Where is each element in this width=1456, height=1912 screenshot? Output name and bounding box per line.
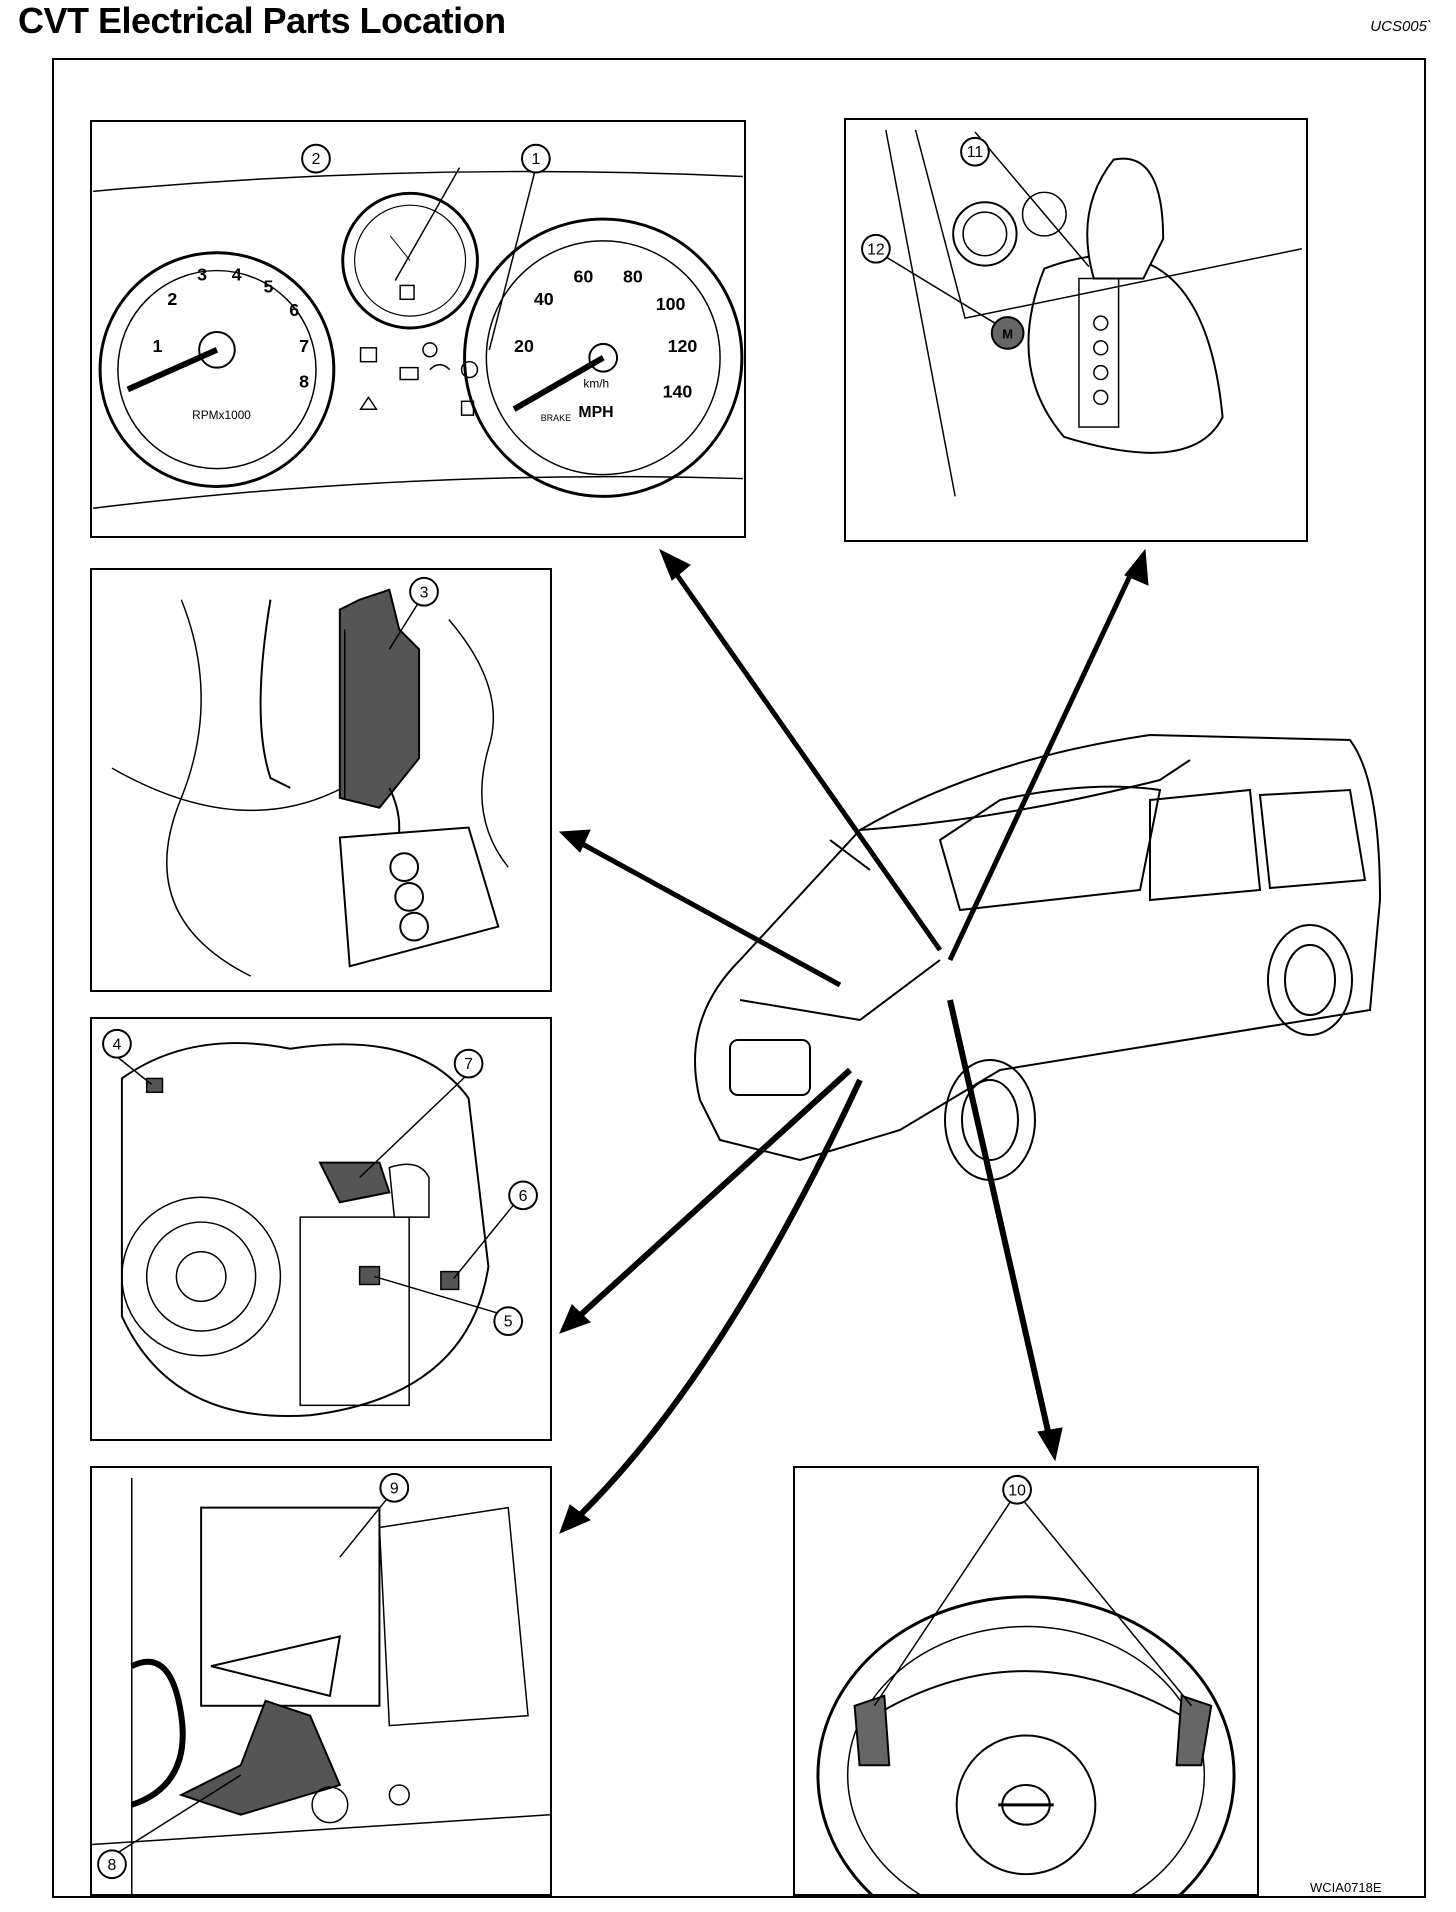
manual-mode-button: M (990, 316, 1025, 350)
callout-7-number: 7 (464, 1056, 473, 1073)
callout-9: 9 (379, 1472, 410, 1503)
callout-5-number: 5 (504, 1314, 513, 1331)
tach-label-2: 2 (167, 289, 177, 309)
callout-4: 4 (102, 1028, 132, 1059)
callout-6-number: 6 (519, 1188, 528, 1205)
tach-label-5: 5 (263, 276, 273, 296)
engine-compartment-drawing: 9 8 (92, 1472, 550, 1894)
transaxle-drawing: 4 7 6 5 (102, 1028, 538, 1417)
tach-label-8: 8 (299, 371, 309, 391)
callout-2: 2 (301, 143, 331, 174)
tach-label-4: 4 (232, 264, 242, 284)
callout-8-number: 8 (108, 1857, 117, 1874)
brake-lamp-label: BRAKE (541, 413, 571, 423)
instrument-cluster-panel: 1 2 3 4 5 6 7 8 RPMx1000 (90, 120, 746, 538)
tach-label-6: 6 (289, 300, 299, 320)
tach-label-3: 3 (197, 264, 207, 284)
speed-unit-kmh: km/h (583, 376, 609, 390)
warning-lamps (359, 342, 479, 416)
figure-id: WCIA0718E (1310, 1880, 1382, 1895)
callout-12: 12 (861, 233, 891, 264)
tachometer: 1 2 3 4 5 6 7 8 RPMx1000 (98, 251, 336, 488)
callout-1-number: 1 (531, 151, 540, 168)
callout-7: 7 (453, 1048, 484, 1079)
speed-label-100: 100 (656, 294, 686, 314)
speedometer: 20 40 60 80 100 120 140 km/h MPH BRAKE (463, 217, 744, 498)
instrument-cluster-drawing: 1 2 3 4 5 6 7 8 RPMx1000 (93, 143, 744, 510)
tach-unit-label: RPMx1000 (192, 408, 251, 422)
callout-4-number: 4 (113, 1036, 122, 1053)
fuel-temp-gauge (341, 191, 479, 330)
speed-label-60: 60 (573, 266, 593, 286)
callout-6: 6 (508, 1180, 538, 1211)
speed-label-80: 80 (623, 266, 643, 286)
speed-unit-mph: MPH (578, 404, 613, 421)
transaxle-panel: 4 7 6 5 (90, 1017, 552, 1441)
tach-label-1: 1 (153, 336, 163, 356)
callout-5: 5 (493, 1306, 524, 1336)
accelerator-pedal-drawing: 3 (111, 576, 509, 977)
manual-mode-button-label: M (1002, 326, 1013, 341)
steering-wheel-panel: 10 (793, 1466, 1259, 1896)
callout-2-number: 2 (312, 151, 321, 168)
callout-9-number: 9 (390, 1480, 399, 1497)
speed-label-120: 120 (668, 336, 698, 356)
speed-label-40: 40 (534, 289, 554, 309)
callout-3: 3 (409, 576, 439, 607)
engine-compartment-panel: 9 8 (90, 1466, 552, 1896)
callout-11-number: 11 (967, 144, 984, 161)
shift-selector-panel: M 11 12 (844, 118, 1308, 542)
callout-1: 1 (521, 143, 551, 174)
callout-10: 10 (1002, 1474, 1032, 1505)
callout-10-number: 10 (1008, 1482, 1026, 1499)
tach-label-7: 7 (299, 336, 309, 356)
callout-8: 8 (97, 1849, 127, 1880)
callout-3-number: 3 (420, 584, 429, 601)
callout-11: 11 (960, 136, 990, 167)
page-title: CVT Electrical Parts Location (18, 0, 506, 41)
speed-label-140: 140 (663, 381, 693, 401)
diagram-frame (52, 58, 1426, 1898)
callout-12-number: 12 (867, 241, 885, 258)
speed-label-20: 20 (514, 336, 534, 356)
document-code: UCS005` (1370, 18, 1432, 35)
accelerator-pedal-panel: 3 (90, 568, 552, 992)
steering-wheel-drawing: 10 (816, 1474, 1236, 1894)
shift-selector-drawing: M 11 12 (861, 129, 1302, 497)
